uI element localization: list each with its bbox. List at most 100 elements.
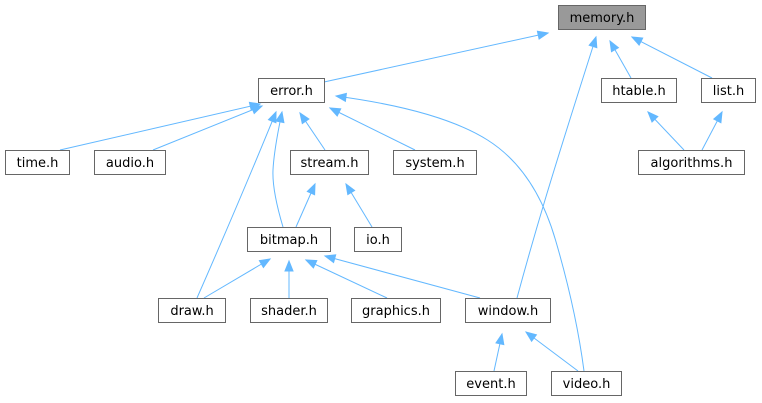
edge-video-to-error xyxy=(334,92,585,372)
arrowhead-icon xyxy=(306,182,316,196)
arrowhead-icon xyxy=(304,259,318,269)
edge-algorithms-to-htable xyxy=(647,111,685,151)
node-label: system.h xyxy=(405,156,464,171)
node-label: shader.h xyxy=(261,304,317,319)
node-label: bitmap.h xyxy=(260,233,318,248)
node-label: event.h xyxy=(466,377,515,392)
node-box xyxy=(354,227,402,252)
edge-line xyxy=(631,36,713,79)
arrowhead-icon xyxy=(275,110,285,124)
node-error[interactable]: error.h xyxy=(258,78,325,103)
arrowhead-icon xyxy=(284,259,294,272)
arrowhead-icon xyxy=(267,110,277,124)
node-label: io.h xyxy=(366,233,390,248)
node-draw[interactable]: draw.h xyxy=(158,298,226,323)
node-box xyxy=(258,78,325,103)
node-box xyxy=(601,78,677,103)
arrowhead-icon xyxy=(630,36,644,46)
arrowhead-icon xyxy=(299,111,310,125)
edge-line xyxy=(324,255,481,299)
node-label: window.h xyxy=(478,304,539,319)
edge-line xyxy=(335,95,585,372)
node-shader[interactable]: shader.h xyxy=(250,298,328,323)
arrowhead-icon xyxy=(712,110,723,124)
edge-shader-to-bitmap xyxy=(284,259,294,298)
edge-algorithms-to-list xyxy=(701,110,723,151)
node-graphics[interactable]: graphics.h xyxy=(351,298,441,323)
edge-line xyxy=(516,36,597,299)
node-box xyxy=(158,298,226,323)
node-label: time.h xyxy=(17,156,59,171)
edge-line xyxy=(323,32,549,83)
node-label: memory.h xyxy=(570,11,635,26)
node-algorithms[interactable]: algorithms.h xyxy=(638,150,745,175)
arrowhead-icon xyxy=(588,35,598,49)
node-box xyxy=(465,298,551,323)
node-label: draw.h xyxy=(170,304,213,319)
edge-graphics-to-bitmap xyxy=(304,259,388,299)
edge-htable-to-memory xyxy=(609,39,632,79)
arrowhead-icon xyxy=(345,182,356,196)
node-box xyxy=(247,227,331,252)
edges-layer xyxy=(59,30,723,372)
node-box xyxy=(551,371,622,396)
node-label: algorithms.h xyxy=(651,156,733,171)
node-box xyxy=(94,150,166,175)
arrowhead-icon xyxy=(524,331,538,343)
node-htable[interactable]: htable.h xyxy=(601,78,677,103)
node-label: graphics.h xyxy=(362,304,430,319)
edge-io-to-stream xyxy=(345,182,373,228)
node-label: audio.h xyxy=(106,156,154,171)
edge-line xyxy=(272,111,284,228)
edge-line xyxy=(203,258,271,299)
edge-line xyxy=(305,259,388,299)
node-audio[interactable]: audio.h xyxy=(94,150,166,175)
edge-window-to-bitmap xyxy=(323,254,481,299)
arrowhead-icon xyxy=(609,39,620,53)
edge-line xyxy=(329,107,416,151)
arrowhead-icon xyxy=(328,107,342,117)
edge-audio-to-error xyxy=(152,105,264,151)
edge-stream-to-error xyxy=(299,111,326,151)
node-video[interactable]: video.h xyxy=(551,371,622,396)
node-list[interactable]: list.h xyxy=(701,78,756,103)
edge-line xyxy=(152,105,263,151)
node-window[interactable]: window.h xyxy=(465,298,551,323)
arrowhead-icon xyxy=(334,92,347,103)
node-label: stream.h xyxy=(301,156,359,171)
arrowhead-icon xyxy=(258,258,272,269)
node-box xyxy=(638,150,745,175)
edge-list-to-memory xyxy=(630,36,713,79)
edge-line xyxy=(196,111,277,299)
edge-draw-to-bitmap xyxy=(203,258,272,299)
node-box xyxy=(351,298,441,323)
node-box xyxy=(393,150,477,175)
edge-video-to-window xyxy=(524,331,579,372)
edge-window-to-memory xyxy=(516,35,598,299)
edge-event-to-window xyxy=(493,332,505,372)
node-bitmap[interactable]: bitmap.h xyxy=(247,227,331,252)
edge-line xyxy=(525,331,579,372)
node-time[interactable]: time.h xyxy=(5,150,70,175)
node-label: error.h xyxy=(270,84,313,99)
node-box xyxy=(701,78,756,103)
node-box xyxy=(558,5,646,30)
node-box xyxy=(290,150,369,175)
arrowhead-icon xyxy=(323,254,337,264)
node-box xyxy=(455,371,527,396)
node-io[interactable]: io.h xyxy=(354,227,402,252)
edge-bitmap-to-stream xyxy=(295,182,316,228)
nodes-layer: memory.h error.h htable.h list.h time.h audio… xyxy=(5,5,756,396)
node-label: video.h xyxy=(563,377,611,392)
arrowhead-icon xyxy=(250,105,264,115)
node-event[interactable]: event.h xyxy=(455,371,527,396)
edge-bitmap-to-error xyxy=(272,110,285,228)
arrowhead-icon xyxy=(536,30,550,40)
node-box xyxy=(5,150,70,175)
edge-line xyxy=(59,103,261,151)
node-memory: memory.h xyxy=(558,5,646,30)
node-label: htable.h xyxy=(612,84,666,99)
node-system[interactable]: system.h xyxy=(393,150,477,175)
node-stream[interactable]: stream.h xyxy=(290,150,369,175)
